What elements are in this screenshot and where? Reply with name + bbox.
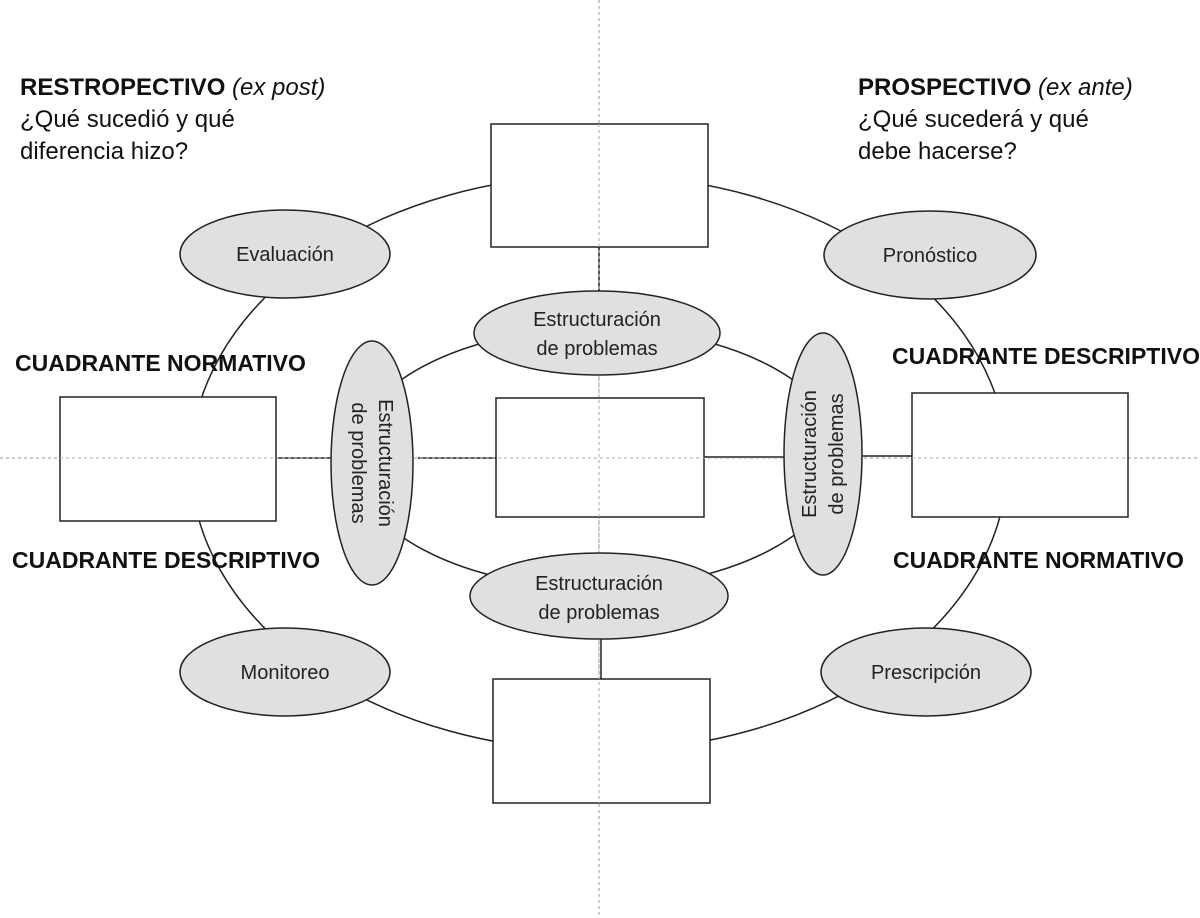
structuring-right-node: Estructuración de problemas (783, 332, 863, 576)
structuring-top-line2: de problemas (536, 338, 657, 360)
quadrant-label-left-upper: CUADRANTE NORMATIVO (15, 350, 306, 376)
prospective-question-line2: debe hacerse? (858, 138, 1017, 165)
structuring-left-line1: Estructuración (374, 399, 396, 527)
monitoring-node: Monitoreo (179, 627, 391, 717)
structuring-left-node: Estructuración de problemas (330, 340, 414, 586)
prospective-question-line1: ¿Qué sucederá y qué (858, 106, 1089, 133)
retrospective-heading: RESTROPECTIVO (ex post) ¿Qué sucedió y q… (20, 72, 325, 168)
structuring-right-line1: Estructuración (799, 390, 821, 518)
prescription-label: Prescripción (871, 662, 981, 684)
structuring-top-line1: Estructuración (533, 309, 661, 331)
evaluation-node: Evaluación (179, 209, 391, 299)
structuring-right-line2: de problemas (826, 393, 848, 514)
evaluation-label: Evaluación (236, 244, 334, 266)
structuring-bottom-line1: Estructuración (535, 573, 663, 595)
right-box (911, 392, 1129, 518)
prospective-heading: PROSPECTIVO (ex ante) ¿Qué sucederá y qu… (858, 72, 1133, 168)
bottom-box (492, 678, 711, 804)
forecast-node: Pronóstico (823, 210, 1037, 300)
prospective-title: PROSPECTIVO (858, 74, 1032, 101)
retrospective-qualifier: (ex post) (232, 74, 326, 101)
forecast-label: Pronóstico (883, 245, 978, 267)
retrospective-title: RESTROPECTIVO (20, 74, 226, 101)
structuring-bottom-node: Estructuración de problemas (469, 552, 729, 640)
structuring-top-node: Estructuración de problemas (473, 290, 721, 376)
monitoring-label: Monitoreo (241, 662, 330, 684)
prospective-qualifier: (ex ante) (1038, 74, 1133, 101)
quadrant-label-right-upper: CUADRANTE DESCRIPTIVO (892, 343, 1200, 369)
prescription-node: Prescripción (820, 627, 1032, 717)
structuring-bottom-line2: de problemas (538, 602, 659, 624)
quadrant-label-left-lower: CUADRANTE DESCRIPTIVO (12, 547, 320, 573)
quadrant-label-right-lower: CUADRANTE NORMATIVO (893, 547, 1184, 573)
retrospective-question-line1: ¿Qué sucedió y qué (20, 106, 235, 133)
structuring-left-line2: de problemas (347, 402, 369, 523)
retrospective-question-line2: diferencia hizo? (20, 138, 189, 165)
left-box (59, 396, 277, 522)
